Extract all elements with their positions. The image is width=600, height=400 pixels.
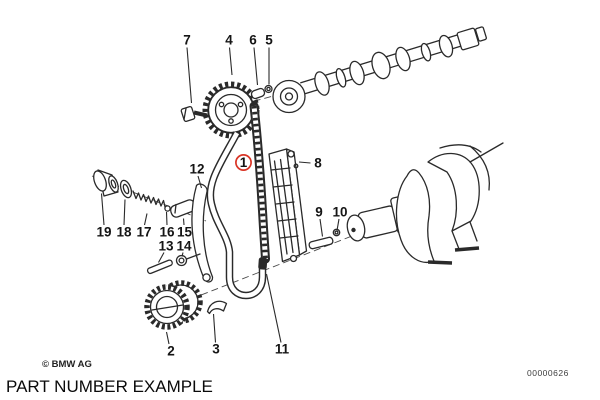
callout-16[interactable]: 16 [159, 225, 175, 240]
leader-18 [123, 199, 126, 226]
leader-16 [165, 211, 168, 226]
callout-15[interactable]: 15 [177, 225, 193, 240]
callout-13[interactable]: 13 [158, 239, 174, 254]
chain-guide-rail-drawing [268, 148, 308, 263]
leader-17 [143, 213, 148, 226]
crankshaft-sprocket-drawing [144, 280, 203, 330]
highlight-circle [235, 154, 252, 171]
callout-4[interactable]: 4 [225, 33, 233, 48]
callout-12[interactable]: 12 [189, 162, 204, 177]
chain-master-link [258, 257, 268, 270]
leader-4 [228, 47, 233, 76]
tensioner-rail-drawing [185, 183, 214, 283]
leader-10 [336, 218, 340, 231]
leader-2 [165, 331, 170, 345]
document-number: 00000626 [527, 368, 569, 378]
leader-12 [197, 175, 203, 189]
woodruff-key-drawing [206, 300, 228, 315]
camshaft-sprocket-drawing [202, 81, 260, 139]
callout-6[interactable]: 6 [249, 33, 257, 48]
camshaft-flange [272, 79, 306, 114]
retainer-ring-drawing [264, 84, 273, 94]
callout-2[interactable]: 2 [167, 344, 175, 359]
callout-8[interactable]: 8 [314, 156, 322, 171]
leader-14 [181, 252, 184, 257]
callout-10[interactable]: 10 [332, 205, 347, 220]
callout-1[interactable]: 1 [240, 155, 248, 170]
leader-6 [253, 47, 259, 86]
crankshaft-keyway [351, 227, 356, 233]
callout-11[interactable]: 11 [275, 342, 290, 357]
page-caption: PART NUMBER EXAMPLE [6, 377, 213, 396]
dowel-pin-drawing [308, 236, 334, 250]
leader-11 [265, 273, 282, 343]
leader-15 [182, 218, 185, 226]
leader-3 [212, 313, 217, 343]
callout-18[interactable]: 18 [116, 225, 132, 240]
callout-14[interactable]: 14 [176, 239, 192, 254]
callout-5[interactable]: 5 [265, 33, 273, 48]
callout-leader-lines [100, 47, 340, 345]
leader-19 [100, 193, 105, 226]
callout-labels: 1 2 3 4 5 6 7 8 9 10 11 12 13 14 15 16 1… [96, 33, 347, 359]
pin-ring-drawing [332, 228, 341, 237]
callout-17[interactable]: 17 [136, 225, 151, 240]
timing-chain-drawing [206, 101, 270, 300]
sealing-washer-drawing [119, 179, 133, 199]
leader-8 [298, 161, 311, 164]
tensioner-ball-drawing [164, 205, 171, 212]
callout-9[interactable]: 9 [315, 205, 323, 220]
crankshaft-drawing [308, 142, 504, 265]
copyright-text: © BMW AG [42, 359, 92, 370]
callout-7[interactable]: 7 [183, 33, 191, 48]
callout-3[interactable]: 3 [212, 342, 220, 357]
leader-7 [186, 47, 193, 104]
chain-tensioner-parts-drawing [93, 169, 197, 218]
leader-9 [319, 218, 324, 237]
leader-13 [158, 252, 165, 263]
tensioner-spring-drawing [132, 190, 167, 210]
spacer-bush-drawing [250, 87, 266, 100]
pivot-nut-drawing [175, 254, 188, 267]
callout-19[interactable]: 19 [96, 225, 111, 240]
pivot-pin-drawing [146, 259, 173, 275]
sprocket-bolt-drawing [180, 105, 208, 123]
crankshaft-nose [346, 214, 366, 242]
camshaft-drawing [272, 26, 488, 114]
